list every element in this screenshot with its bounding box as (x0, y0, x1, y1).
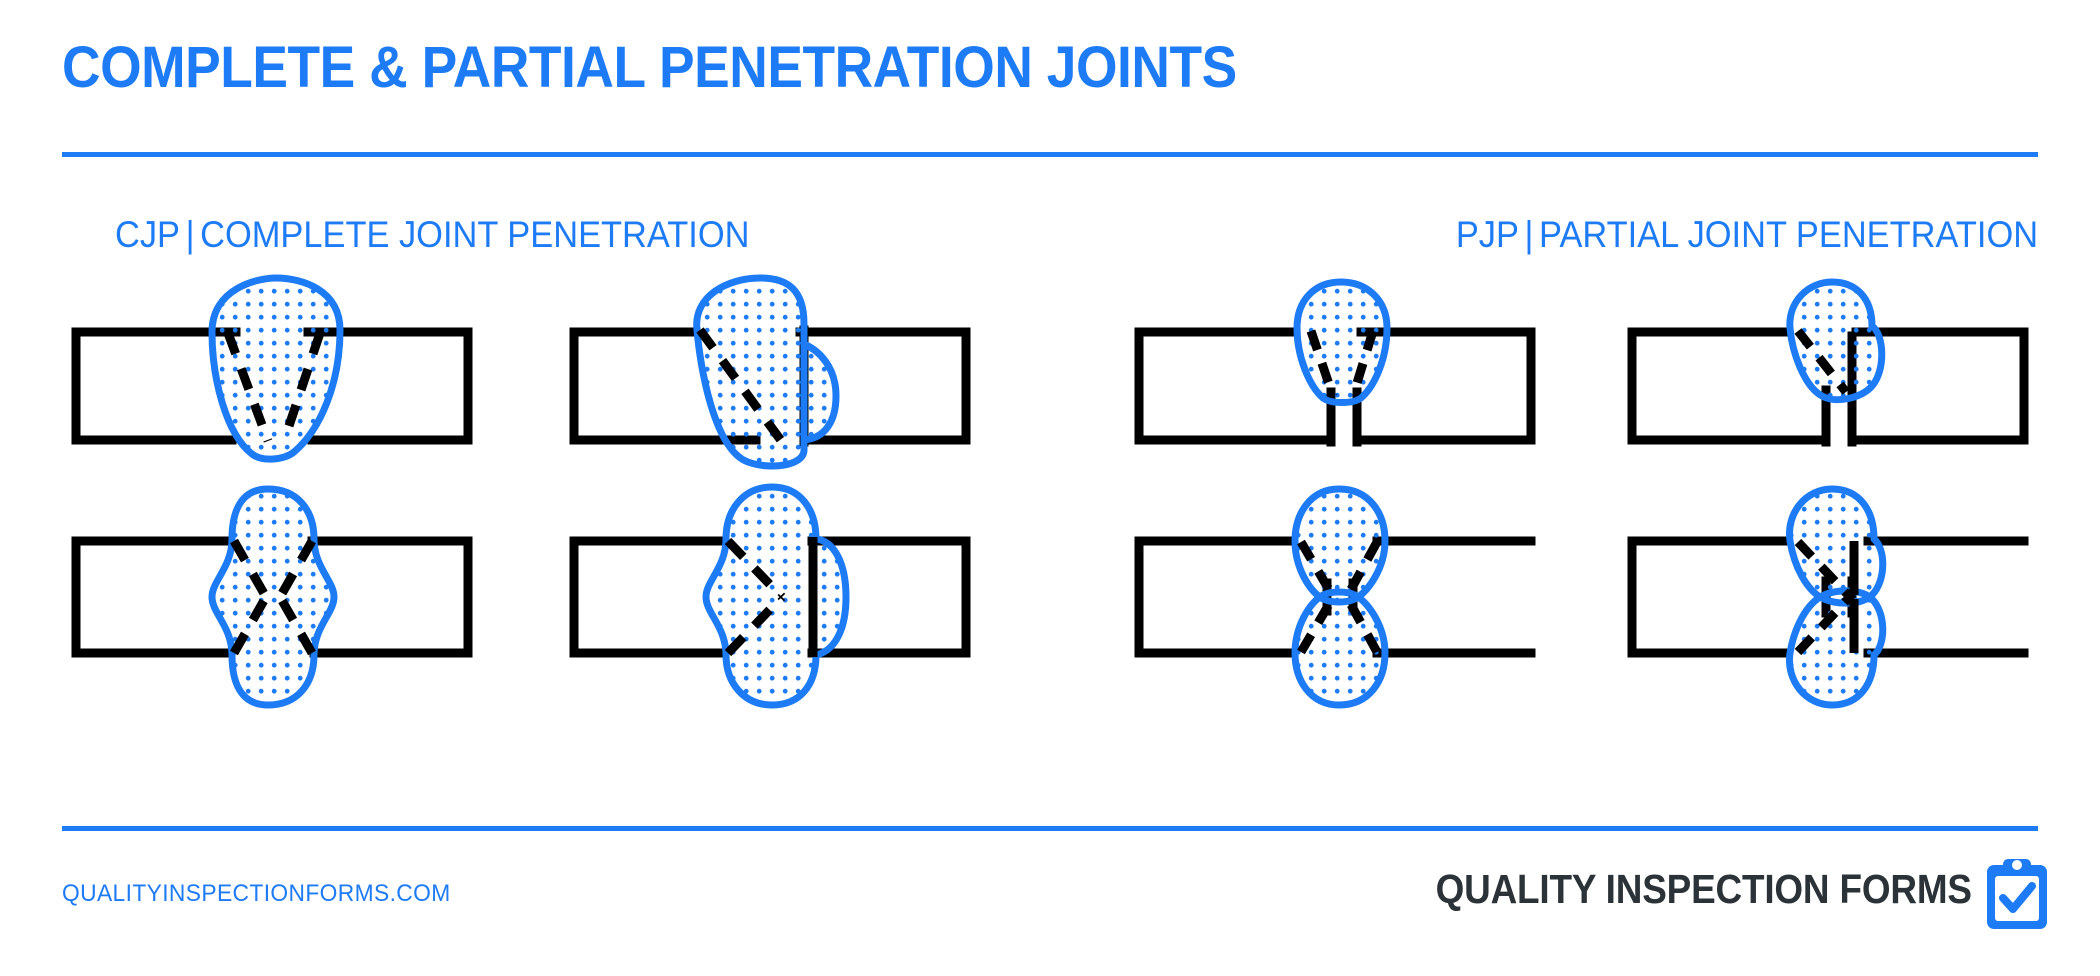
section-separator-cjp: | (185, 214, 195, 255)
base-metal-plates (1134, 327, 1536, 447)
groove-prep-lines (230, 538, 316, 656)
groove-prep-lines (1794, 328, 1850, 395)
diagram-cjp-double-bevel (560, 483, 980, 709)
weld-bead (693, 274, 840, 470)
footer-website[interactable]: QUALITYINSPECTIONFORMS.COM (62, 880, 451, 907)
base-metal-plates (569, 536, 971, 658)
section-abbr-pjp: PJP (1455, 214, 1519, 255)
groove-prep-lines (1794, 538, 1854, 656)
groove-prep-lines (223, 331, 325, 443)
diagram-pjp-double-v (1125, 485, 1545, 709)
weld-bead (702, 483, 850, 709)
page-title: COMPLETE & PARTIAL PENETRATION JOINTS (62, 35, 1237, 100)
groove-prep-lines (724, 537, 786, 657)
weld-bead (1786, 278, 1886, 404)
section-separator-pjp: | (1524, 214, 1534, 255)
base-metal-plates (71, 536, 473, 658)
diagram-cjp-single-v (62, 274, 482, 500)
clipboard-check-icon (1987, 859, 2047, 929)
section-heading-cjp: CJP|COMPLETE JOINT PENETRATION (115, 214, 749, 256)
diagram-cjp-single-bevel (560, 274, 980, 500)
weld-bead (208, 485, 338, 709)
groove-prep-lines (696, 327, 792, 453)
section-name-cjp: COMPLETE JOINT PENETRATION (200, 214, 750, 255)
diagram-pjp-single-v (1125, 278, 1545, 500)
section-abbr-cjp: CJP (115, 214, 181, 255)
header-divider (62, 152, 2038, 157)
section-heading-pjp: PJP|PARTIAL JOINT PENETRATION (1456, 214, 2038, 256)
diagram-pjp-single-bevel (1618, 278, 2038, 500)
footer-divider (62, 826, 2038, 831)
diagram-cjp-double-v (62, 485, 482, 709)
brand-name: QUALITY INSPECTION FORMS (1435, 866, 1972, 912)
diagram-pjp-double-bevel (1618, 485, 2038, 709)
groove-prep-lines (1306, 329, 1378, 398)
weld-bead (208, 274, 344, 463)
groove-prep-lines (1297, 539, 1381, 655)
section-name-pjp: PARTIAL JOINT PENETRATION (1538, 214, 2038, 255)
weld-bead-lower (1786, 587, 1887, 709)
